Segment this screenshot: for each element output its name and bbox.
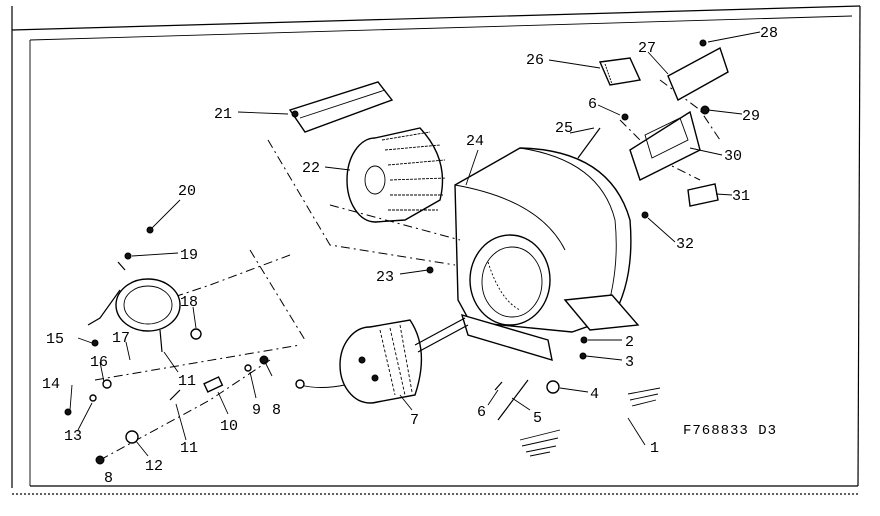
drawing-code: F768833 D3	[683, 423, 777, 439]
callout-labels: 1 2 3 4 5 6 7 8 9 10 11 11 12 13 8 14 15…	[42, 25, 778, 487]
terminal-block	[687, 183, 719, 207]
callout-20: 20	[178, 183, 196, 200]
callout-23: 23	[376, 269, 394, 286]
callout-5: 5	[533, 410, 542, 427]
callout-19: 19	[180, 247, 198, 264]
callout-21: 21	[214, 106, 232, 123]
capacitor-plate	[667, 46, 729, 101]
cutoff-plate	[288, 81, 394, 133]
callout-10: 10	[220, 418, 238, 435]
callout-16: 16	[90, 354, 108, 371]
callout-12: 12	[145, 458, 163, 475]
callout-27: 27	[638, 40, 656, 57]
callout-6-upper: 6	[588, 96, 597, 113]
wire-bundles	[519, 387, 661, 457]
blower-wheel	[346, 127, 447, 223]
callout-3: 3	[625, 354, 634, 371]
callout-22: 22	[302, 160, 320, 177]
motor	[295, 317, 469, 404]
callout-32: 32	[676, 236, 694, 253]
callout-8-right: 8	[272, 402, 281, 419]
callout-25: 25	[555, 120, 573, 137]
callout-26: 26	[526, 52, 544, 69]
callout-13: 13	[64, 428, 82, 445]
callout-17: 17	[112, 330, 130, 347]
callout-18: 18	[180, 294, 198, 311]
callout-7: 7	[410, 412, 419, 429]
callout-30: 30	[724, 148, 742, 165]
callout-11-lower: 11	[180, 440, 198, 457]
callout-2: 2	[625, 334, 634, 351]
callout-24: 24	[466, 133, 484, 150]
callout-4: 4	[590, 386, 599, 403]
blower-housing	[454, 147, 640, 362]
control-box	[629, 110, 701, 181]
hardware	[64, 39, 710, 465]
callout-11-upper: 11	[178, 373, 196, 390]
callout-29: 29	[742, 108, 760, 125]
motor-mount-bracket	[87, 261, 181, 353]
callout-8-left: 8	[104, 470, 113, 487]
callout-6-lower: 6	[477, 404, 486, 421]
capacitor	[598, 57, 642, 86]
callout-28: 28	[760, 25, 778, 42]
callout-14: 14	[42, 376, 60, 393]
callout-1: 1	[650, 440, 659, 457]
leader-lines	[69, 31, 761, 457]
callout-9: 9	[252, 402, 261, 419]
callout-31: 31	[732, 188, 750, 205]
drawing-frame	[11, 5, 861, 495]
callout-15: 15	[46, 331, 64, 348]
